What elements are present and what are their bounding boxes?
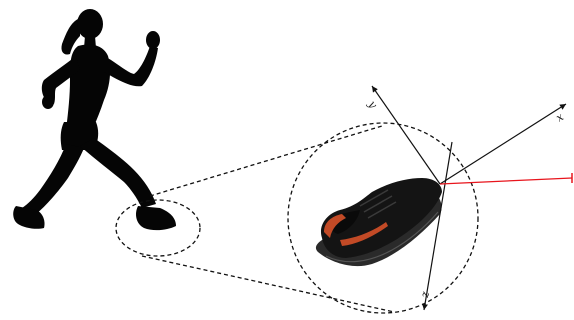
z-axis-label: z xyxy=(418,290,432,299)
x-axis-line xyxy=(440,104,566,184)
zoom-connector-top xyxy=(150,126,382,196)
silhouette-back-hand xyxy=(42,95,54,109)
safety-shoe-icon xyxy=(316,178,442,266)
walking-person-silhouette-icon xyxy=(13,9,176,230)
y-axis-label: y xyxy=(365,97,380,111)
silhouette-torso xyxy=(66,44,110,130)
x-axis-label: x xyxy=(554,110,567,125)
y-axis-line xyxy=(372,86,440,184)
silhouette-front-foot xyxy=(136,206,176,230)
silhouette-front-arm xyxy=(104,46,158,86)
reference-line xyxy=(440,178,572,184)
silhouette-head xyxy=(77,9,103,39)
silhouette-back-leg xyxy=(22,144,84,214)
silhouette-front-leg xyxy=(80,138,156,208)
silhouette-fist xyxy=(146,31,160,49)
